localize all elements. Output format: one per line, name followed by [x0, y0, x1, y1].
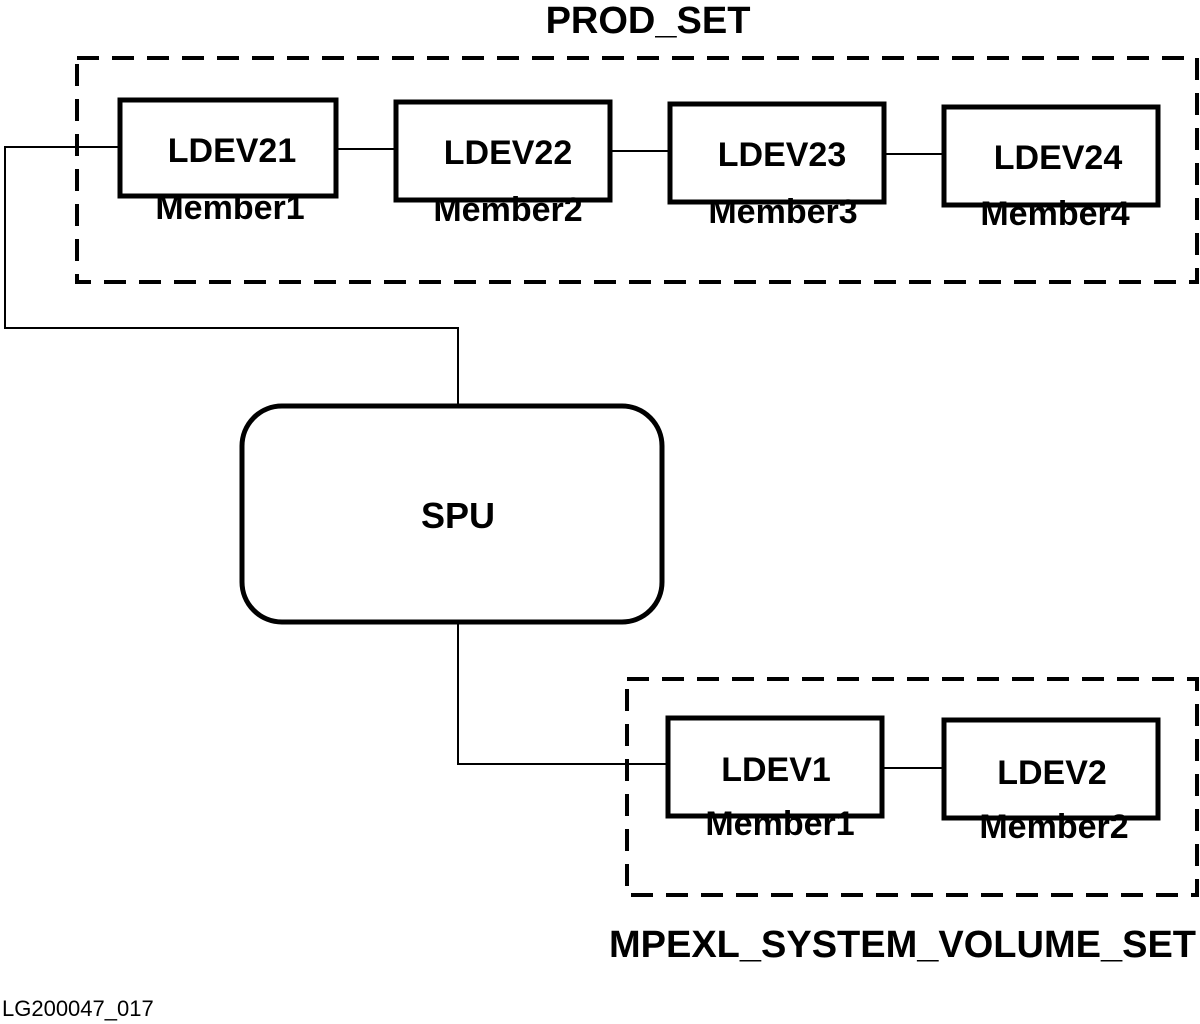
wire-spu-to-prod-set [4, 146, 459, 406]
prod-member1-label: Member1 [155, 189, 304, 227]
ldev2-box [941, 717, 1161, 821]
ldev2-label: LDEV2 [997, 754, 1107, 792]
prod-member3-label: Member3 [708, 193, 857, 231]
ldev24-label: LDEV24 [994, 139, 1123, 177]
ldev23-label: LDEV23 [718, 136, 847, 174]
ldev21-box [117, 97, 339, 199]
ldev22-box [393, 99, 613, 203]
ldev1-box [665, 715, 885, 819]
system-volume-set-title: MPEXL_SYSTEM_VOLUME_SET [609, 924, 1196, 966]
spu-box [239, 403, 665, 625]
prod-member4-label: Member4 [980, 195, 1129, 233]
prod-set-boundary [75, 56, 1199, 284]
ldev22-label: LDEV22 [444, 134, 573, 172]
figure-id: LG200047_017 [2, 996, 154, 1021]
ldev24-box [941, 104, 1161, 208]
spu-label: SPU [421, 495, 495, 536]
prod-member2-label: Member2 [433, 191, 582, 229]
prod-set-title: PROD_SET [546, 0, 751, 42]
ldev23-box [667, 101, 887, 205]
ldev1-label: LDEV1 [721, 751, 831, 789]
system-member2-label: Member2 [979, 808, 1128, 846]
ldev21-label: LDEV21 [168, 132, 297, 170]
wire-spu-to-system-set [457, 622, 668, 765]
system-member1-label: Member1 [705, 805, 854, 843]
system-volume-set-boundary [625, 677, 1199, 897]
